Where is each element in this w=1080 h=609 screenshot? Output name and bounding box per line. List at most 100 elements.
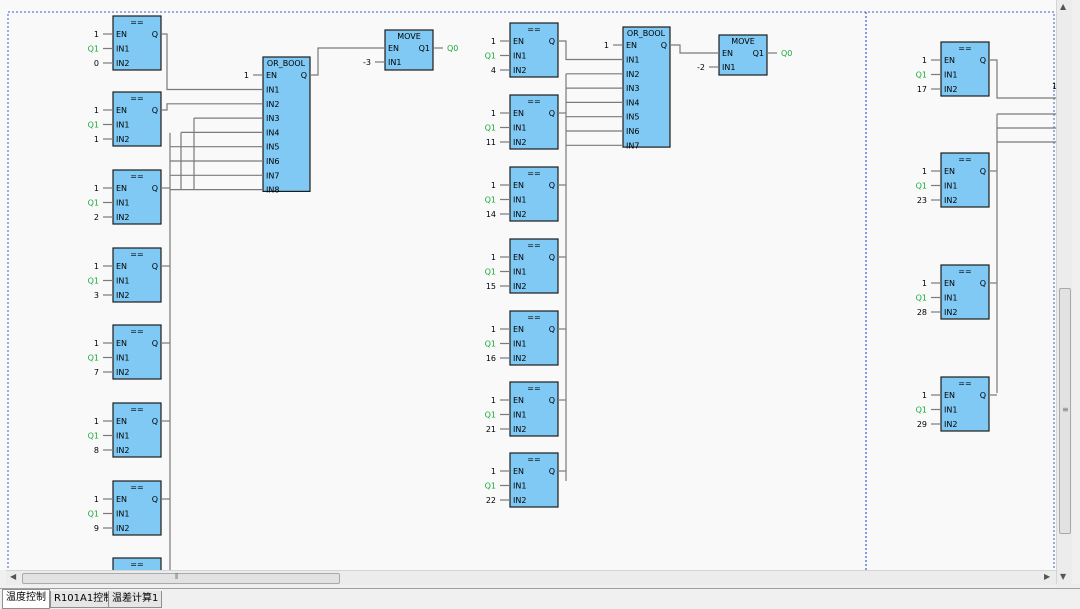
pin-label: IN1 [513, 124, 526, 133]
pin-label: Q [980, 56, 986, 65]
pin-value: 7 [94, 368, 99, 377]
eq-block-title: == [130, 483, 143, 492]
wire [161, 33, 263, 91]
pin-label: EN [513, 253, 524, 262]
arrow-down-icon[interactable]: ▼ [1060, 572, 1067, 581]
eq-block-title: == [130, 560, 143, 569]
pin-value: 1 [94, 417, 99, 426]
pin-value: 1 [922, 279, 927, 288]
pin-value: 0 [94, 59, 99, 68]
pin-label: Q [152, 417, 158, 426]
pin-label: IN7 [266, 171, 279, 180]
pin-label: IN2 [116, 135, 129, 144]
pin-label: EN [116, 417, 127, 426]
pin-value: Q1 [88, 432, 99, 441]
move-block [718, 34, 768, 76]
pin-value: Q1 [88, 277, 99, 286]
sheet-tab-bar: 温度控制 R101A1控制 温差计算1 [0, 588, 1080, 609]
eq-block [112, 557, 162, 570]
arrow-left-icon[interactable]: ◀ [10, 572, 17, 581]
pin-value: 1 [244, 71, 249, 80]
vertical-scrollbar[interactable]: ▲ ≡ ▼ [1056, 0, 1072, 584]
eq-block [940, 152, 990, 208]
eq-block [112, 402, 162, 458]
eq-block-title: == [527, 384, 540, 393]
pin-label: IN1 [944, 71, 957, 80]
move-output-label: Q0 [781, 49, 792, 58]
pin-value: 1 [94, 339, 99, 348]
pin-label: Q [980, 391, 986, 400]
pin-value: Q1 [485, 268, 496, 277]
eq-block-title: == [527, 313, 540, 322]
pin-value: 1 [491, 325, 496, 334]
pin-label: IN2 [513, 425, 526, 434]
pin-value: 1 [94, 262, 99, 271]
eq-block-title: == [130, 250, 143, 259]
pin-label: Q [549, 253, 555, 262]
pin-label: IN2 [513, 66, 526, 75]
eq-block [112, 480, 162, 536]
pin-value: 1 [491, 37, 496, 46]
pin-label: EN [944, 167, 955, 176]
arrow-up-icon[interactable]: ▲ [1060, 2, 1067, 11]
pin-label: Q [152, 106, 158, 115]
pin-value: Q1 [485, 340, 496, 349]
pin-label: Q [152, 30, 158, 39]
vertical-scroll-thumb[interactable]: ≡ [1059, 288, 1071, 534]
pin-label: Q1 [753, 49, 764, 58]
pin-label: IN2 [944, 85, 957, 94]
pin-label: IN2 [116, 213, 129, 222]
pin-value: 9 [94, 524, 99, 533]
move-output-label: Q0 [447, 44, 458, 53]
tab-temperature-control[interactable]: 温度控制 [2, 589, 50, 609]
tab-temp-diff-calc[interactable]: 温差计算1 [108, 591, 163, 608]
grip-icon: ≡ [1062, 405, 1069, 414]
pin-value: 1 [491, 253, 496, 262]
wire [989, 59, 1056, 99]
pin-label: IN6 [626, 127, 639, 136]
pin-label: Q [980, 167, 986, 176]
pin-label: IN1 [626, 56, 639, 65]
pin-value: Q1 [485, 411, 496, 420]
pin-label: Q [549, 109, 555, 118]
pin-value: 28 [917, 308, 927, 317]
pin-label: IN5 [266, 143, 279, 152]
pin-label: IN1 [116, 432, 129, 441]
pin-value: 1 [94, 135, 99, 144]
eq-block [940, 376, 990, 432]
pin-label: IN2 [513, 496, 526, 505]
pin-value: 1 [491, 396, 496, 405]
pin-label: IN2 [626, 70, 639, 79]
pin-label: EN [944, 391, 955, 400]
pin-value: -3 [363, 58, 371, 67]
pin-label: IN1 [944, 182, 957, 191]
horizontal-scroll-thumb[interactable]: ⦀ [22, 572, 340, 584]
pin-label: IN2 [513, 138, 526, 147]
pin-value: Q1 [916, 406, 927, 415]
pin-value: -2 [697, 63, 705, 72]
pin-label: IN7 [626, 141, 639, 150]
pin-label: EN [722, 49, 733, 58]
pin-label: IN5 [626, 113, 639, 122]
wire [558, 40, 623, 61]
arrow-right-icon[interactable]: ▶ [1044, 572, 1051, 581]
pin-label: EN [513, 467, 524, 476]
pin-label: EN [944, 56, 955, 65]
pin-label: IN2 [513, 354, 526, 363]
or-bool-block [262, 56, 311, 192]
pin-label: Q [549, 396, 555, 405]
pin-value: 8 [94, 446, 99, 455]
eq-block-title: == [958, 379, 971, 388]
pin-label: IN1 [513, 411, 526, 420]
pin-label: IN1 [513, 268, 526, 277]
pin-value: Q1 [88, 199, 99, 208]
pin-value: 15 [486, 282, 496, 291]
pin-value: 1 [94, 106, 99, 115]
pin-label: EN [266, 71, 277, 80]
horizontal-scrollbar[interactable]: ◀ ⦀ ▶ [6, 570, 1056, 585]
pin-label: IN2 [116, 368, 129, 377]
pin-label: Q1 [419, 44, 430, 53]
eq-block [112, 15, 162, 71]
pin-label: EN [626, 41, 637, 50]
